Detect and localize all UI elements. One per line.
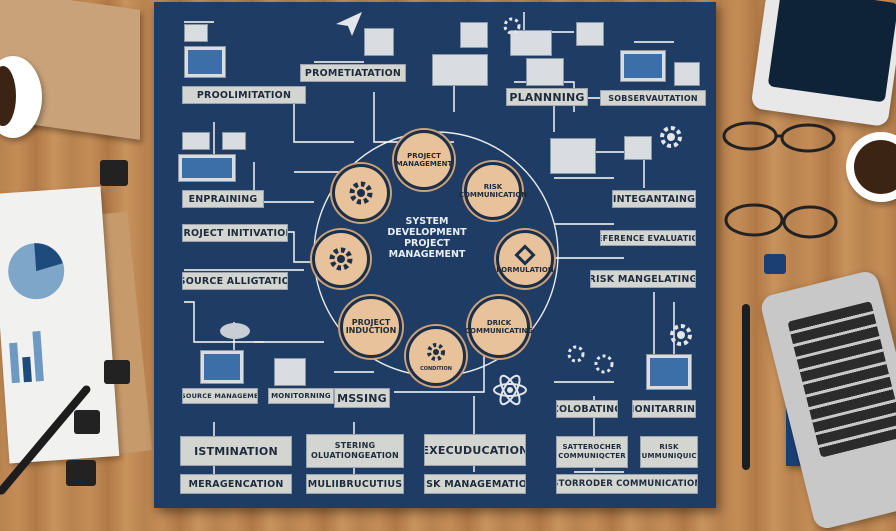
label-risk-cummunication: RISK CUMMUNIQUICT [640,436,698,468]
node-gear-top-left [332,164,390,222]
node-risk-communication: RISK COMMUNICATION [459,162,527,220]
label-collaborating: COLOBATING [556,400,618,418]
pen-right [742,304,750,470]
center-line-1: SYSTEM [405,216,449,227]
center-line-2: DEVELOPMENT [387,227,467,238]
monitor-icon [620,50,666,82]
label-prometiation: PROMETIATATION [300,64,406,82]
laptop [758,269,896,531]
binder-clip-2 [104,360,130,384]
coffee-mug-left [0,56,42,138]
gear-icon [427,343,445,361]
tablet [750,0,896,128]
atom-icon [493,374,527,406]
gear-icon [349,181,373,205]
center-line-3: PROJECT [404,238,450,249]
building-icon [432,54,488,86]
label-risk-management-top: RISK MANGELATING [590,270,696,288]
node-drick-communicating: DRICK COMMUNICATING [465,296,533,358]
diamond-icon [514,244,536,266]
glasses-2 [724,203,838,239]
label-storroder: STORRODER COMMUNICATION [556,474,698,494]
document-icon [460,22,488,48]
center-line-4: MANAGEMENT [388,249,466,260]
label-istimination: ISTMINATION [180,436,292,466]
label-integrating: INTEGANTAING [612,190,696,208]
label-risk-management-bottom: RISK MANAGEMATION [424,474,526,494]
report-pie-chart [8,243,65,384]
label-sobservation: SOBSERVAUTATION [600,90,706,106]
label-monitarring: MONITARRING [632,400,696,418]
label-meragencation: MERAGENCATION [180,474,292,494]
label-reference: REFERENCE EVALUATION [600,230,696,246]
label-monitoring-small: MONITORNING [268,388,334,404]
glasses-1 [722,121,836,153]
label-steering: STERING OLUATIONGEATION [306,434,404,468]
document-icon [576,22,604,46]
report-paper [0,186,120,464]
monitor-icon [200,350,244,384]
diagram-board: SYSTEM DEVELOPMENT PROJECT MANAGEMENT PR… [154,2,716,508]
document-icon [674,62,700,86]
label-mulibrucutius: MULIIBRUCUTIUS [306,474,404,494]
document-icon [624,136,652,160]
label-enpraining: ENPRAINING [182,190,264,208]
monitor-icon [178,154,236,182]
label-execuducation: EXECUDUCATION [424,434,526,466]
coffee-mug-right [846,132,896,202]
building-icon [526,58,564,86]
gear-icon [503,17,521,35]
node-project-management: PROJECT MANAGEMENT [394,130,454,190]
document-icon [184,24,208,42]
monitor-icon [646,354,692,390]
label-proolimitation: PROOLIMITATION [182,86,306,104]
monitor-icon [184,46,226,78]
gear-icon [329,247,353,271]
document-icon [222,132,246,150]
label-missing: MSSING [334,388,390,408]
label-planning: PLANNNING [506,88,588,106]
node-formulation: FORMULATION [496,230,554,288]
center-title: SYSTEM DEVELOPMENT PROJECT MANAGEMENT [352,216,502,260]
binder-clip-3 [74,410,100,434]
gear-icon [567,345,614,374]
cloud-icon [220,323,250,339]
binder-clip-1 [100,160,128,186]
gear-icon [670,324,692,346]
label-project-initiation: PROJECT INITIVATION [182,224,288,242]
document-icon [182,132,210,150]
binder-clip-4 [66,460,96,486]
paper-plane-icon [336,12,362,36]
document-icon [364,28,394,56]
gear-icon [660,126,682,148]
node-condition: CONDITION [406,326,466,386]
label-resource-management: RESOURCE MANAGEMENT [182,388,258,404]
label-esource-allegation: ESOURCE ALLIGTATION [182,272,288,290]
document-icon [274,358,306,386]
node-project-induction: PROJECT INDUCTION [340,296,402,358]
document-icon [550,138,596,174]
binder-clip-5 [764,254,786,274]
document-icon [510,30,552,56]
label-satterotcher: SATTEROCHER COMMUNIQCTER [556,436,628,468]
node-gear-left [312,230,370,288]
